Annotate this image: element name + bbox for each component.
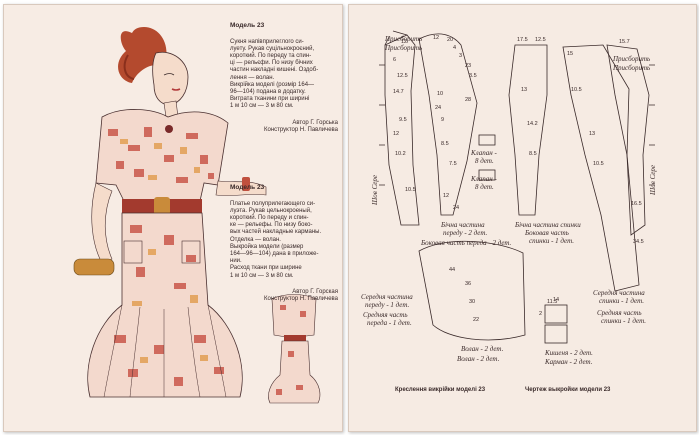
author-credit-ua: Автор Г. Горська Конструктор Н. Павличев… xyxy=(263,119,338,134)
pattern-measurement: 8.5 xyxy=(529,151,537,157)
fashion-illustration xyxy=(73,27,321,404)
label-seredna-spynky-ua2: спинки - 1 дет. xyxy=(599,297,644,305)
pattern-drawing: Присборить Присборить Присборить Присбор… xyxy=(361,30,657,366)
right-page-pattern: Присборить Присборить Присборить Присбор… xyxy=(348,4,697,432)
pattern-measurement: 13 xyxy=(589,131,595,137)
back-view-sketch xyxy=(268,294,321,404)
pattern-measurement: 17.5 xyxy=(517,37,528,43)
label-shov-seredyny-right: Шов Сере xyxy=(649,165,657,196)
pattern-measurement: 36 xyxy=(465,281,471,287)
pattern-measurement: 30 xyxy=(469,299,475,305)
pattern-measurement: 28 xyxy=(465,97,471,103)
label-bichna-spynky-ua: Бічна частина спинки xyxy=(514,221,581,229)
pattern-measurement: 10.2 xyxy=(395,151,406,157)
pattern-measurement: 12 xyxy=(443,193,449,199)
description-body-ru: Платье полуприлегающего си- луэта. Рукав… xyxy=(230,200,322,279)
description-body-ua: Сукня напівприлеглого си- луету. Рукав с… xyxy=(230,38,319,110)
pattern-measurement: 3 xyxy=(459,53,462,59)
label-bichna-pered-ua: Бічна частина xyxy=(440,221,485,229)
pattern-measurement: 2 xyxy=(539,311,542,317)
pattern-measurement: 7.5 xyxy=(449,161,457,167)
model-title-ua: Модель 23 xyxy=(230,22,265,30)
pattern-measurement: 14.7 xyxy=(393,89,404,95)
label-bokova-pered-ru: Боковая часть переда - 2 дет. xyxy=(420,239,512,247)
label-volan-ua: Волан - 2 дет. xyxy=(461,345,504,353)
caption-ua: Креслення викрійки моделі 23 xyxy=(395,387,486,393)
label-klapan-ru2: 8 дет. xyxy=(475,183,494,191)
pattern-measurement: 9 xyxy=(441,117,444,123)
pattern-measurement: 11.5 xyxy=(547,299,557,305)
pattern-measurement: 24 xyxy=(435,105,441,111)
label-karman-ru: Карман - 2 дет. xyxy=(544,358,593,366)
pattern-measurement: 14 xyxy=(553,297,559,303)
label-klapan-ru: Клапан - xyxy=(470,175,498,183)
label-sredniaya-pered-ru2: переда - 1 дет. xyxy=(367,319,412,327)
pattern-measurement: 13 xyxy=(521,87,527,93)
label-seredna-pered-ua2: переду - 1 дет. xyxy=(365,301,409,309)
left-page: Модель 23 Сукня напівприлеглого си- лует… xyxy=(3,4,343,432)
label-seredna-spynky-ua: Середня частина xyxy=(593,289,645,297)
label-volan-ru: Волан - 2 дет. xyxy=(457,355,500,363)
label-prisborit-right: Присборить xyxy=(612,55,650,63)
label-bichna-spynky-ru: Боковая часть xyxy=(524,229,569,237)
pattern-measurement: 44 xyxy=(449,267,455,273)
label-bichna-spynky-ru2: спинки - 1 дет. xyxy=(529,237,574,245)
pattern-measurement: 10 xyxy=(437,91,443,97)
pattern-measurement: 23 xyxy=(465,63,471,69)
pattern-measurement: 12.5 xyxy=(535,37,546,43)
label-sredniaya-spynky-ru2: спинки - 1 дет. xyxy=(601,317,646,325)
pattern-measurement: 34.5 xyxy=(633,239,644,245)
label-prisborit-right2: Присборить xyxy=(612,64,650,72)
label-prisborit-left: Присборить xyxy=(384,35,422,43)
pattern-measurement: 15 xyxy=(567,51,573,57)
pattern-measurement: 3.5 xyxy=(469,73,477,79)
pattern-measurement: 10.5 xyxy=(405,187,416,193)
pattern-measurement: 4 xyxy=(453,45,456,51)
model-title-ru: Модель 23 xyxy=(230,184,265,192)
description-ua: Модель 23 Сукня напівприлеглого си- лует… xyxy=(230,15,338,141)
pattern-measurement: 10.5 xyxy=(571,87,582,93)
label-bichna-pered-ua2: переду - 2 дет. xyxy=(443,229,487,237)
label-klapan-ua: Клапан - xyxy=(470,149,498,157)
pattern-measurement: 9.5 xyxy=(399,117,407,123)
caption-ru: Чертеж выкройки модели 23 xyxy=(525,387,611,393)
pattern-measurement: 12 xyxy=(393,131,399,137)
pattern-measurement: 16.5 xyxy=(631,201,642,207)
author-credit-ru: Автор Г. Горская Конструктор Н. Павличев… xyxy=(263,289,338,303)
label-klapan-ua2: 8 дет. xyxy=(475,157,494,165)
label-prisborit-left2: Присборить xyxy=(384,44,422,52)
pattern-measurement: 10.5 xyxy=(593,161,604,167)
label-shov-seredyny-left: Шов Сере xyxy=(371,175,379,206)
pattern-measurement: 24 xyxy=(453,205,459,211)
pattern-measurement: 14.2 xyxy=(527,121,538,127)
label-kyshenia-ua: Кишеня - 2 дет. xyxy=(544,349,593,357)
pattern-measurement: 6 xyxy=(393,57,396,63)
pattern-measurement: 8.5 xyxy=(441,141,449,147)
label-sredniaya-pered-ru: Средняя часть xyxy=(363,311,408,319)
pattern-measurement: 12 xyxy=(401,39,407,45)
pattern-measurement: 15.7 xyxy=(619,39,630,45)
pattern-measurement: 12.5 xyxy=(397,73,408,79)
description-ru: Модель 23 Платье полуприлегающего си- лу… xyxy=(230,177,338,311)
label-seredna-pered-ua: Середня частина xyxy=(361,293,413,301)
pattern-measurement: 22 xyxy=(473,317,479,323)
pattern-measurement: 12 xyxy=(433,35,439,41)
pattern-measurement: 20 xyxy=(447,37,453,43)
label-sredniaya-spynky-ru: Средняя часть xyxy=(597,309,642,317)
